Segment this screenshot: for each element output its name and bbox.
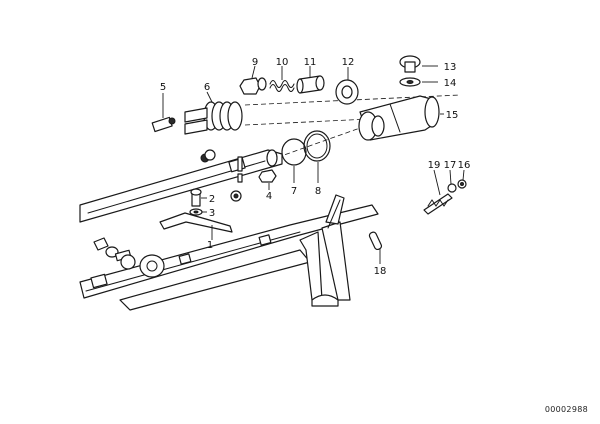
lower-left-collar: [120, 254, 165, 278]
callout-3: 3: [209, 208, 215, 219]
part-17-ball: [447, 169, 457, 193]
callout-17: 17: [444, 160, 457, 171]
callout-18: 18: [374, 266, 387, 277]
callout-5: 5: [160, 82, 166, 93]
part-5-pin: [151, 93, 176, 133]
part-1-lever-plate: [159, 212, 233, 240]
callout-19: 19: [428, 160, 441, 171]
callout-2: 2: [209, 194, 215, 205]
part-6-spring: [184, 91, 243, 135]
diagram-reference-number: 00002988: [544, 405, 588, 414]
part-16-cap: [457, 169, 467, 189]
callout-12: 12: [342, 57, 355, 68]
part-8-ring: [303, 130, 331, 183]
part-2-bolt: [190, 188, 207, 207]
part-3-washer: [189, 208, 207, 216]
callout-labels: 1 2 3 4 5 6 7 8 9 10 11 12 13 14 15 16 1…: [160, 57, 471, 277]
callout-4: 4: [266, 191, 272, 202]
callout-10: 10: [276, 57, 289, 68]
selector-fork: [299, 194, 351, 307]
callout-6: 6: [204, 82, 210, 93]
callout-7: 7: [291, 186, 297, 197]
lower-left-bolt: [93, 237, 132, 262]
callout-11: 11: [304, 57, 317, 68]
loose-pin-parts: [230, 156, 243, 202]
part-18-pin: [368, 231, 383, 264]
part-7-snap-ring: [281, 138, 307, 183]
callout-1: 1: [207, 240, 213, 251]
part-9-bolt: [239, 65, 267, 95]
part-4-collar: [258, 169, 277, 190]
upper-shift-rod: [79, 149, 283, 223]
callout-8: 8: [315, 186, 321, 197]
callout-16: 16: [458, 160, 471, 171]
callout-14: 14: [444, 78, 457, 89]
part-15-housing: [358, 95, 444, 141]
part-10-spring: [269, 66, 295, 92]
part-14-washer: [399, 77, 438, 87]
part-13-cap-screw: [399, 55, 438, 73]
callout-13: 13: [444, 62, 457, 73]
part-19-spring: [423, 169, 453, 215]
part-11-bushing: [296, 66, 325, 94]
part-12-ring: [335, 67, 359, 105]
callout-15: 15: [446, 110, 459, 121]
callout-9: 9: [252, 57, 258, 68]
